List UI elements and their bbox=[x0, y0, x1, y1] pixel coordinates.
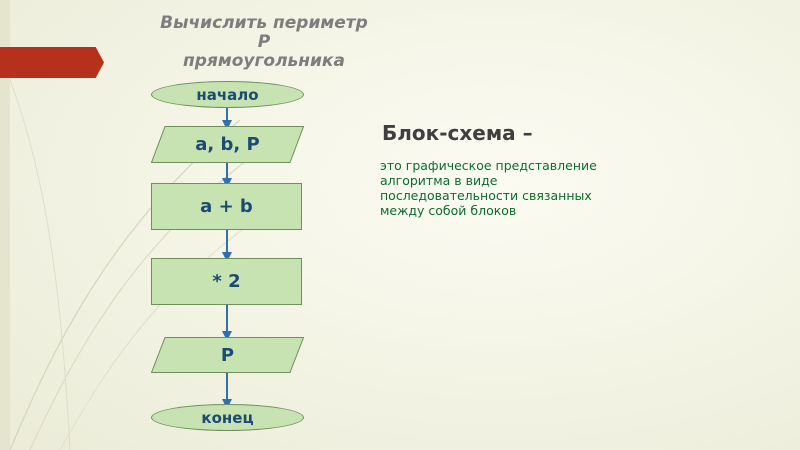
definition-text: это графическое представление алгоритма … bbox=[380, 158, 597, 218]
title-line-3: прямоугольника bbox=[183, 51, 345, 71]
parallelogram-shape bbox=[151, 337, 304, 373]
title-line-1: Вычислить периметр bbox=[160, 14, 368, 33]
output-label: P bbox=[220, 344, 235, 366]
end-label: конец bbox=[201, 408, 254, 427]
slide-title: Вычислить периметр Р прямоугольника bbox=[146, 14, 382, 76]
end-node: конец bbox=[151, 404, 304, 431]
process-sum-label: a + b bbox=[200, 196, 253, 217]
input-label: a, b, P bbox=[195, 134, 260, 155]
input-node: a, b, P bbox=[151, 126, 304, 163]
start-label: начало bbox=[196, 85, 259, 104]
left-bar bbox=[0, 0, 10, 450]
start-node: начало bbox=[151, 81, 304, 108]
definition-title: Блок-схема – bbox=[382, 121, 533, 145]
output-node: P bbox=[151, 337, 304, 373]
parallelogram-shape bbox=[151, 126, 304, 163]
red-accent-tab bbox=[0, 47, 104, 78]
title-line-2: Р bbox=[257, 32, 271, 52]
process-node-sum: a + b bbox=[151, 183, 302, 230]
process-node-double: * 2 bbox=[151, 258, 302, 305]
process-double-label: * 2 bbox=[212, 271, 241, 292]
